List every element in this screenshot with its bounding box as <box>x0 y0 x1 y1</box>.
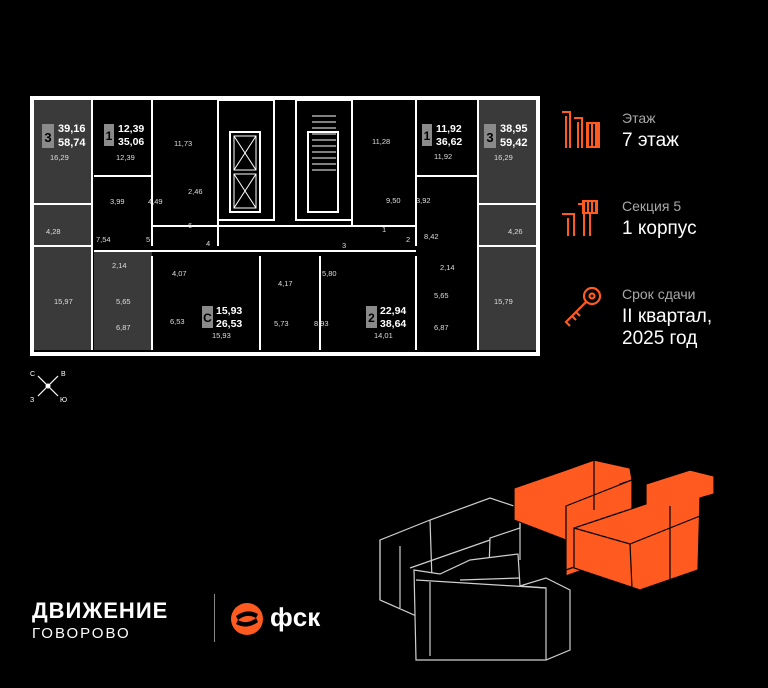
room-area: 11,73 <box>174 139 192 148</box>
room-area: 4 <box>206 239 210 248</box>
compass-west: З <box>30 397 34 404</box>
developer-logo-text: фск <box>270 602 321 632</box>
floor-plan-drawing: 3 39,16 58,74 1 12,39 35,06 1 11,92 36,6… <box>30 96 540 356</box>
room-area: 16,29 <box>494 153 513 162</box>
room-area: 4,26 <box>508 227 523 236</box>
building-axonometric <box>379 459 715 661</box>
compass-south: Ю <box>60 397 67 404</box>
room-area: 12,39 <box>116 153 135 162</box>
info-panel: Этаж 7 этаж Секция 5 1 корпус Срок сдачи… <box>560 108 760 358</box>
apartment-total-area: 36,62 <box>436 136 462 148</box>
room-area: 4,49 <box>148 197 163 206</box>
building-massing <box>370 450 740 675</box>
apartment-living-area: 11,92 <box>436 123 462 135</box>
room-area: 5,65 <box>434 291 449 300</box>
building-other-sections <box>379 497 571 661</box>
unit-2-bottom-left[interactable] <box>94 251 152 350</box>
room-area: 3,92 <box>416 196 431 205</box>
logo-divider <box>214 594 215 642</box>
room-area: 5,73 <box>274 319 289 328</box>
apartment-rooms: 1 <box>424 129 431 143</box>
floor-value: 7 этаж <box>622 130 679 151</box>
floor-icon <box>562 111 600 148</box>
apartment-total-area: 38,64 <box>380 318 406 330</box>
apartment-total-area: 58,74 <box>58 137 86 149</box>
section-label: Секция 5 <box>622 198 682 214</box>
compass-north: С <box>30 371 35 378</box>
room-area: 1 <box>382 225 386 234</box>
room-area: 4,28 <box>46 227 61 236</box>
room-area: 5,65 <box>116 297 131 306</box>
project-logo-name: ДВИЖЕНИЕ <box>32 598 169 623</box>
room-area: 6,87 <box>116 323 131 332</box>
room-area: 5,80 <box>322 269 337 278</box>
room-area: 8,42 <box>424 232 439 241</box>
apartment-badge-5[interactable]: С 15,93 26,53 <box>202 305 242 330</box>
floor-plan: 3 39,16 58,74 1 12,39 35,06 1 11,92 36,6… <box>30 96 540 358</box>
apartment-living-area: 15,93 <box>216 305 242 317</box>
room-area: 3 <box>342 241 346 250</box>
fsk-logo-icon <box>231 603 263 635</box>
apartment-total-area: 26,53 <box>216 318 242 330</box>
room-area-labels: 16,29 12,39 11,73 11,28 11,92 16,29 2,46… <box>46 137 523 340</box>
apartment-badge-1[interactable]: 3 39,16 58,74 <box>42 123 86 149</box>
apartment-badge-6[interactable]: 2 22,94 38,64 <box>366 305 406 330</box>
apartment-badge-4[interactable]: 3 38,95 59,42 <box>484 123 528 149</box>
compass: С В З Ю <box>28 368 72 406</box>
room-area: 2 <box>406 235 410 244</box>
room-area: 6,87 <box>434 323 449 332</box>
room-area: 5 <box>146 235 150 244</box>
room-area: 6 <box>188 221 192 230</box>
room-area: 15,97 <box>54 297 73 306</box>
apartment-rooms: 3 <box>44 130 51 145</box>
room-area: 11,28 <box>372 137 390 146</box>
room-area: 7,54 <box>96 235 111 244</box>
apartment-rooms: 3 <box>486 130 493 145</box>
apartment-badge-3[interactable]: 1 11,92 36,62 <box>422 123 462 148</box>
section-icon <box>562 200 598 236</box>
apartment-rooms: 1 <box>106 129 113 143</box>
room-area: 15,93 <box>212 331 231 340</box>
room-area: 4,17 <box>278 279 293 288</box>
delivery-label: Срок сдачи <box>622 286 696 302</box>
interior-walls <box>34 99 536 350</box>
apartment-rooms: 2 <box>368 311 375 325</box>
delivery-value-line2: 2025 год <box>622 328 698 349</box>
room-area: 9,50 <box>386 196 401 205</box>
logo-block: ДВИЖЕНИЕ ГОВОРОВО фск <box>32 594 352 648</box>
apartment-living-area: 12,39 <box>118 123 144 135</box>
stairs <box>312 115 336 171</box>
info-section: Секция 5 1 корпус <box>560 196 760 266</box>
room-area: 2,14 <box>440 263 455 272</box>
room-area: 4,07 <box>172 269 187 278</box>
apartment-living-area: 38,95 <box>500 123 528 135</box>
room-area: 11,92 <box>434 152 452 161</box>
room-area: 8,93 <box>314 319 329 328</box>
room-area: 16,29 <box>50 153 69 162</box>
compass-east: В <box>61 371 66 378</box>
apartment-rooms: С <box>203 311 212 325</box>
floor-label: Этаж <box>622 110 656 126</box>
room-area: 6,53 <box>170 317 185 326</box>
room-area: 2,14 <box>112 261 127 270</box>
apartment-living-area: 39,16 <box>58 123 86 135</box>
info-delivery: Срок сдачи II квартал, 2025 год <box>560 284 760 354</box>
delivery-value-line1: II квартал, <box>622 306 713 327</box>
apartment-badge-2[interactable]: 1 12,39 35,06 <box>104 123 144 148</box>
room-area: 14,01 <box>374 331 393 340</box>
apartment-living-area: 22,94 <box>380 305 406 317</box>
room-area: 2,46 <box>188 187 203 196</box>
compass-rose-icon: С В З Ю <box>30 371 67 404</box>
project-logo-subtitle: ГОВОРОВО <box>32 625 131 642</box>
apartment-total-area: 59,42 <box>500 137 528 149</box>
building-highlighted-section[interactable] <box>513 459 715 591</box>
apartment-total-area: 35,06 <box>118 136 144 148</box>
room-area: 3,99 <box>110 197 125 206</box>
info-floor: Этаж 7 этаж <box>560 108 760 178</box>
key-icon <box>564 286 602 327</box>
elevators <box>233 135 257 209</box>
room-area: 15,79 <box>494 297 513 306</box>
section-value: 1 корпус <box>622 218 697 239</box>
outer-wall <box>30 96 540 356</box>
